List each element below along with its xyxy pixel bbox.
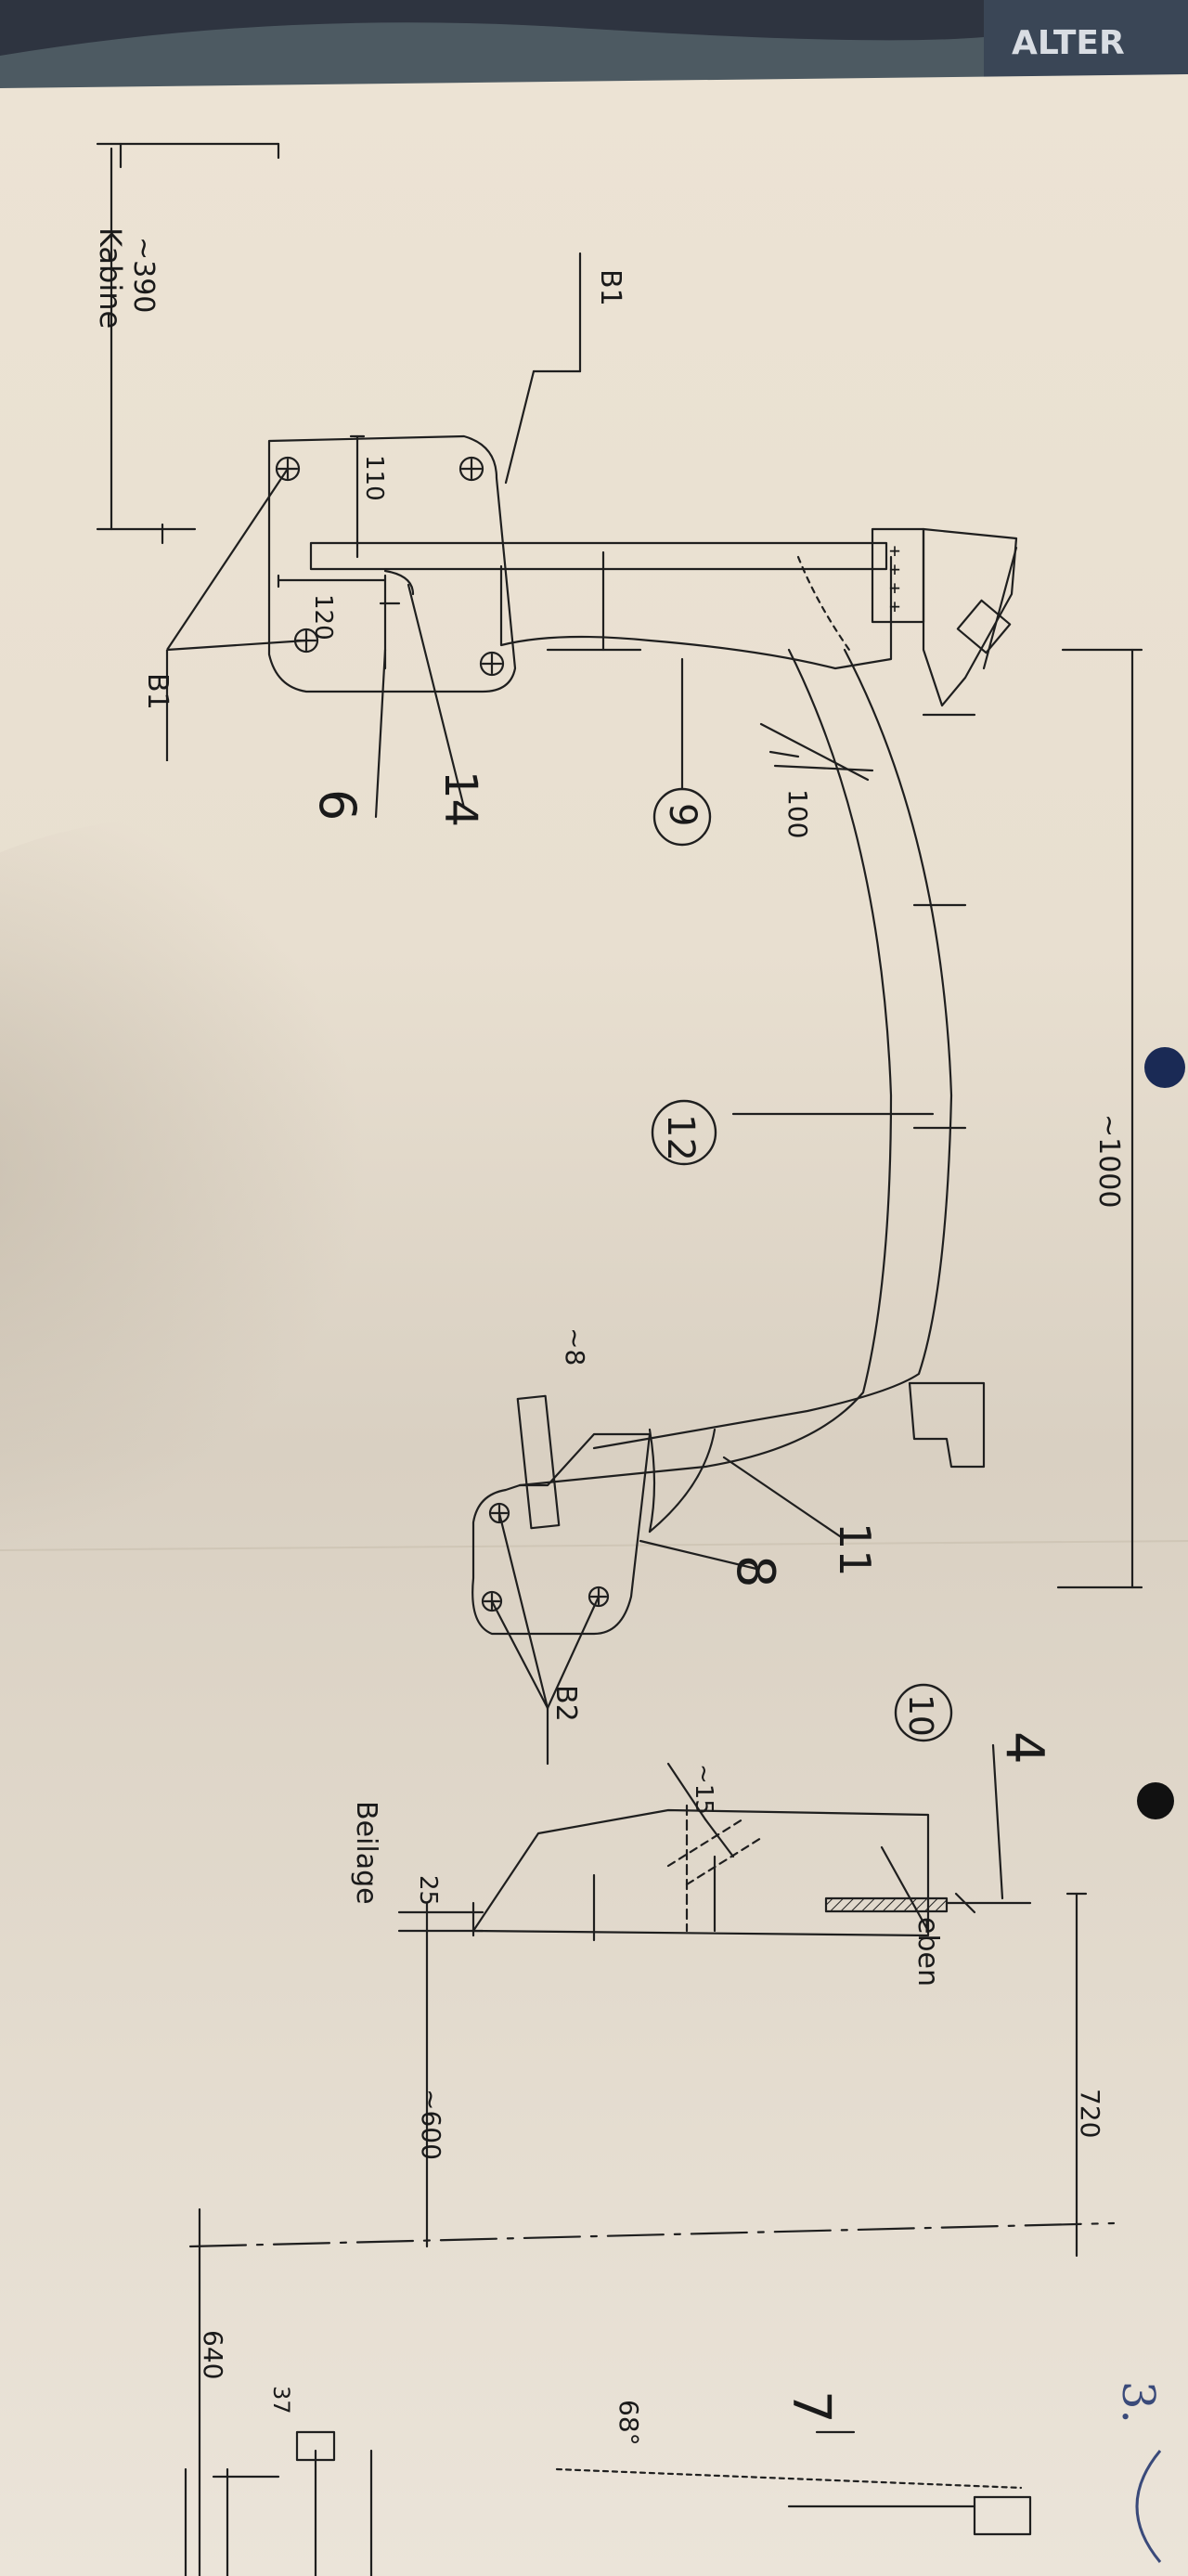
- curved-beam-outer: [518, 648, 893, 1487]
- dim-390: ~390: [127, 237, 160, 313]
- dim-110: 110: [360, 455, 388, 501]
- label-kabine: Kabine: [93, 227, 128, 329]
- black-magnet-dot: [1137, 1782, 1174, 1819]
- angle-68: 68°: [613, 2400, 644, 2446]
- bracket-head: [922, 527, 1018, 707]
- upper-mount-plate: [267, 434, 517, 693]
- part-9: 9: [661, 803, 704, 826]
- dim-100: 100: [782, 789, 813, 838]
- dim-600: ~600: [416, 2089, 446, 2160]
- part-4: 4: [994, 1731, 1054, 1765]
- dim-37: 37: [268, 2386, 294, 2414]
- corner-sign-text: ALTER: [1012, 24, 1125, 62]
- label-b2: B2: [549, 1685, 582, 1722]
- svg-text:+: +: [889, 576, 900, 599]
- corner-handwriting: 3.: [1112, 2381, 1164, 2424]
- dim-120: 120: [309, 594, 337, 641]
- beam-end-block: [908, 1381, 986, 1469]
- detail-10-profile: [471, 1808, 930, 1937]
- blue-magnet-dot: [1144, 1047, 1185, 1088]
- frame-section-9: [499, 555, 893, 670]
- label-eben: eben: [911, 1917, 944, 1987]
- lower-mount-plate: [471, 1432, 652, 1636]
- svg-text:+: +: [889, 539, 900, 562]
- svg-text:+: +: [889, 595, 900, 617]
- dim-720: 720: [1075, 2089, 1105, 2138]
- curved-beam-inner: [592, 648, 953, 1450]
- upper-bar: [309, 541, 888, 571]
- part-14: 14: [434, 770, 486, 827]
- part-10: 10: [901, 1694, 939, 1737]
- dim-15: ~15: [690, 1764, 717, 1815]
- part-8: 8: [725, 1555, 785, 1588]
- part-12: 12: [659, 1114, 702, 1161]
- label-beilage: Beilage: [350, 1801, 382, 1905]
- label-b1-bottom: B1: [141, 673, 174, 710]
- center-line: [188, 2221, 1116, 2248]
- lower-bolts: [481, 1502, 610, 1612]
- dim-1000: ~1000: [1092, 1114, 1125, 1208]
- part-6: 6: [308, 789, 367, 821]
- part-7: 7: [781, 2390, 841, 2424]
- dim-25: 25: [414, 1875, 442, 1906]
- part-11: 11: [830, 1522, 880, 1577]
- dim-8: ~8: [560, 1327, 590, 1366]
- label-b1-top: B1: [594, 269, 626, 306]
- hatched-shim: [824, 1896, 949, 1913]
- sign-corner: [984, 0, 1188, 88]
- dim-640: 640: [198, 2330, 228, 2379]
- svg-text:+: +: [889, 558, 900, 580]
